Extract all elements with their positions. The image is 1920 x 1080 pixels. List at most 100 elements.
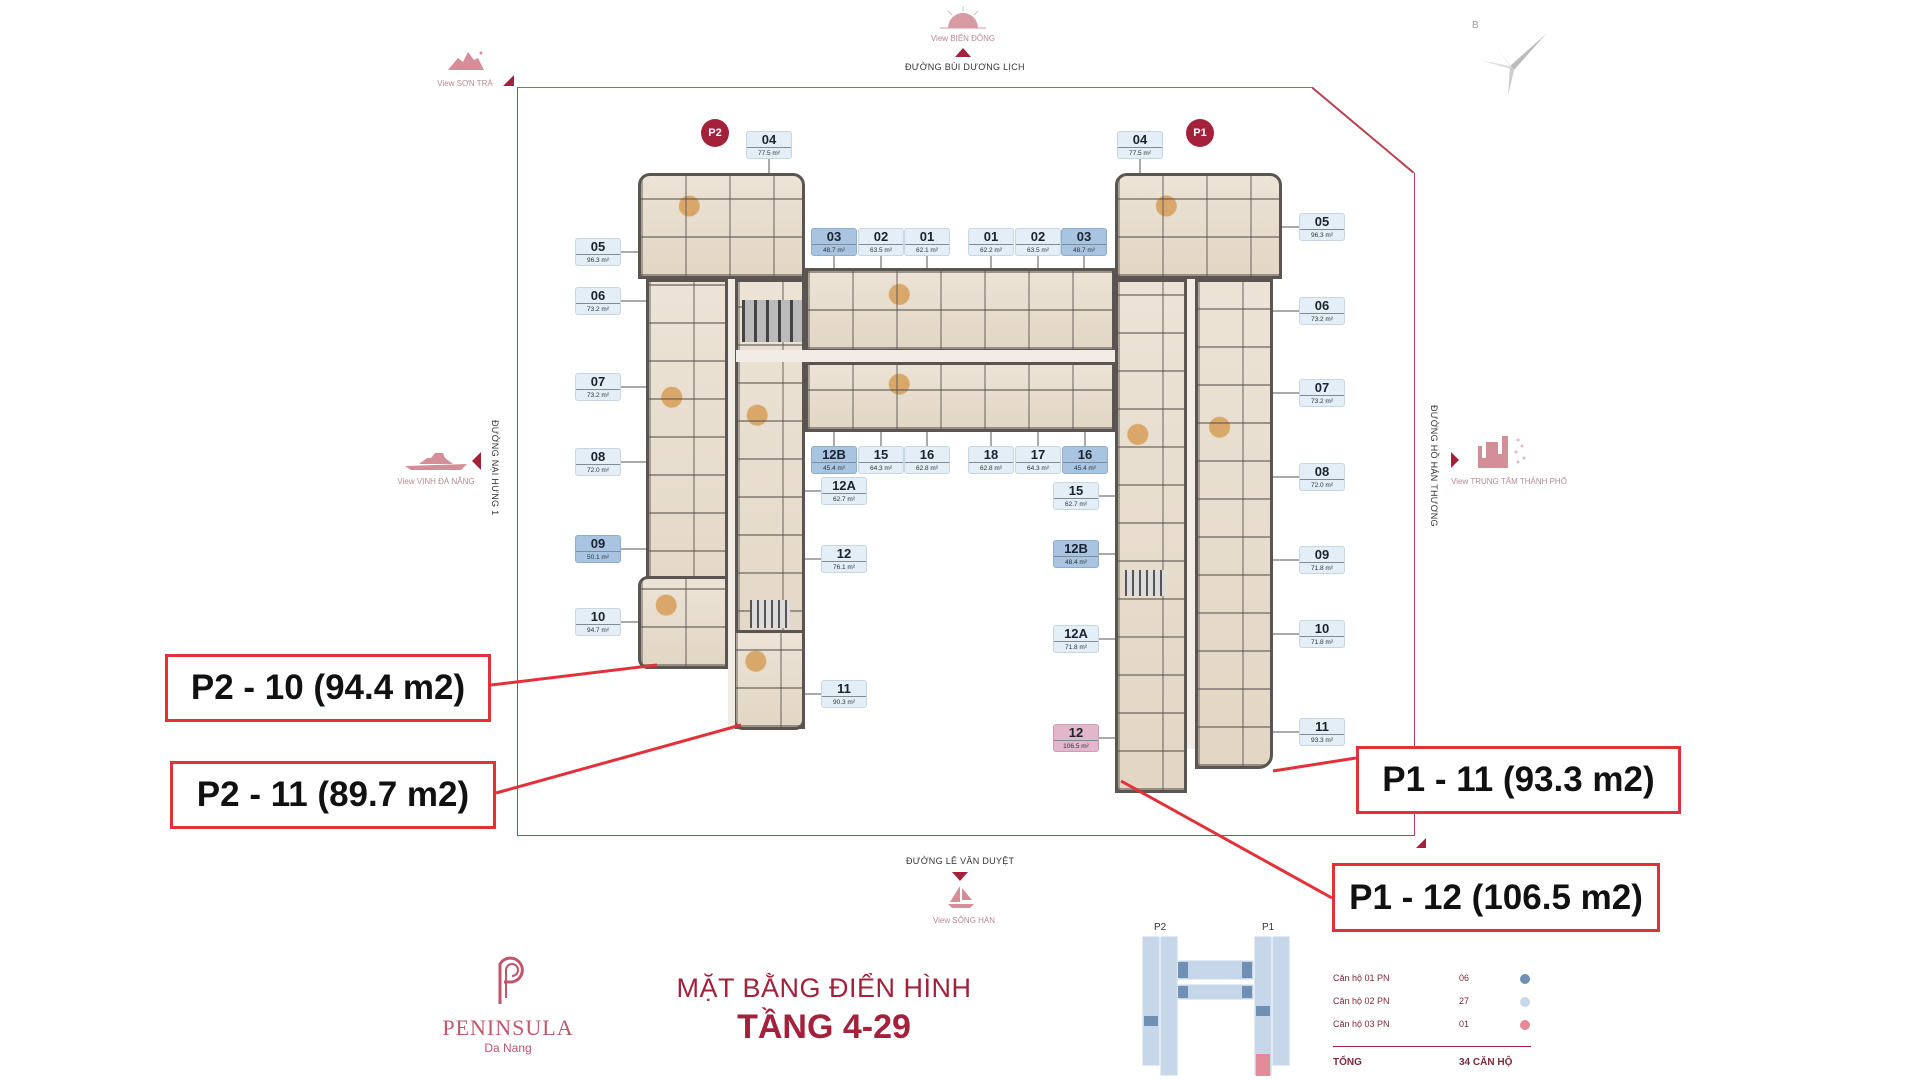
p1-unit-05-label: 05 96.3 m² xyxy=(1299,213,1345,241)
road-left-label: ĐƯỜNG NẠI HƯNG 1 xyxy=(490,420,500,516)
callout-p1-11: P1 - 11 (93.3 m2) xyxy=(1356,746,1681,814)
legend-dot-2pn xyxy=(1520,997,1530,1007)
callout-p2-10: P2 - 10 (94.4 m2) xyxy=(165,654,491,722)
unit-area: 73.2 m² xyxy=(586,392,610,399)
p2-corridor xyxy=(728,279,735,729)
direction-down-icon xyxy=(952,872,968,881)
unit-area: 73.2 m² xyxy=(586,306,610,313)
unit-number: 18 xyxy=(969,447,1013,463)
p2-stair xyxy=(750,600,790,628)
unit-number: 09 xyxy=(576,536,620,552)
unit-number: 12 xyxy=(822,546,866,562)
unit-number: 12B xyxy=(1054,541,1098,557)
legend-total-value: 34 CĂN HỘ xyxy=(1459,1057,1513,1068)
unit-area: 71.8 m² xyxy=(1310,639,1334,646)
unit-area: 62.7 m² xyxy=(832,496,856,503)
callout-line-p1-12 xyxy=(1120,779,1333,900)
unit-area: 90.3 m² xyxy=(832,699,856,706)
tower-p2-badge: P2 xyxy=(701,119,729,147)
p2-unit-06-label: 06 73.2 m² xyxy=(575,287,621,315)
unit-number: 10 xyxy=(1300,621,1344,637)
callout-line-p1-11 xyxy=(1272,756,1357,773)
p1-stair xyxy=(1125,570,1165,596)
unit-number: 12A xyxy=(1054,626,1098,642)
unit-number: 17 xyxy=(1016,447,1060,463)
view-trung-tam-label: View TRUNG TÂM THÀNH PHỐ xyxy=(1451,477,1567,486)
unit-area: 72.0 m² xyxy=(1310,482,1334,489)
unit-area: 76.1 m² xyxy=(832,564,856,571)
unit-number: 04 xyxy=(747,132,791,148)
p2-unit-11-block xyxy=(733,630,805,730)
unit-number: 08 xyxy=(576,449,620,465)
unit-area: 62.7 m² xyxy=(1064,501,1088,508)
callout-p2-11: P2 - 11 (89.7 m2) xyxy=(170,761,496,829)
keyplan-p2-label: P2 xyxy=(1154,922,1167,933)
keyplan-p1-label: P1 xyxy=(1262,922,1275,933)
unit-number: 15 xyxy=(1054,483,1098,499)
unit-area: 62.8 m² xyxy=(915,465,939,472)
unit-number: 07 xyxy=(1300,380,1344,396)
legend-label: Căn hộ 03 PN xyxy=(1333,1019,1390,1029)
legend-count: 27 xyxy=(1459,996,1470,1006)
unit-number: 06 xyxy=(576,288,620,304)
legend-label: Căn hộ 01 PN xyxy=(1333,973,1390,983)
callout-line-p2-11 xyxy=(495,723,742,795)
legend-label: Căn hộ 02 PN xyxy=(1333,996,1390,1006)
p2-elevator-core xyxy=(742,300,802,342)
unit-area: 77.5 m² xyxy=(1128,150,1152,157)
plan-floor-range: TẦNG 4-29 xyxy=(737,1008,911,1046)
unit-area: 72.0 m² xyxy=(586,467,610,474)
plan-title: MẶT BẰNG ĐIỂN HÌNH xyxy=(676,973,972,1003)
mountain-icon xyxy=(448,51,484,70)
unit-area: 48.4 m² xyxy=(1064,559,1088,566)
unit-area: 48.7 m² xyxy=(1072,247,1096,254)
p2-top-wing xyxy=(638,173,805,279)
site-boundary xyxy=(517,87,1415,836)
unit-area: 96.3 m² xyxy=(586,257,610,264)
unit-area: 73.2 m² xyxy=(1310,398,1334,405)
road-top-label: ĐƯỜNG BÙI DƯƠNG LỊCH xyxy=(905,62,1025,72)
city-skyline-icon xyxy=(1478,436,1526,468)
direction-corner-icon xyxy=(1416,838,1426,848)
p1-unit-10-label: 10 71.8 m² xyxy=(1299,620,1345,648)
unit-number: 16 xyxy=(1063,447,1107,463)
unit-area: 45.4 m² xyxy=(822,465,846,472)
unit-number: 01 xyxy=(969,229,1013,245)
legend-dot-1pn xyxy=(1520,974,1530,984)
unit-area: 94.7 m² xyxy=(586,627,610,634)
unit-number: 05 xyxy=(1300,214,1344,230)
p1-right-column xyxy=(1195,279,1273,769)
p1-corridor xyxy=(1187,279,1195,749)
legend-divider xyxy=(1333,1046,1531,1047)
unit-area: 45.4 m² xyxy=(1073,465,1097,472)
unit-number: 06 xyxy=(1300,298,1344,314)
unit-area: 77.5 m² xyxy=(757,150,781,157)
unit-area: 96.3 m² xyxy=(1310,232,1334,239)
sailboat-icon xyxy=(948,886,974,908)
sunrise-icon xyxy=(940,6,986,29)
unit-area: 62.1 m² xyxy=(915,247,939,254)
tower-p1-badge: P1 xyxy=(1186,119,1214,147)
road-right-label: ĐƯỜNG HỒ HÁN THƯƠNG xyxy=(1429,405,1439,527)
p2-unit-08-label: 08 72.0 m² xyxy=(575,448,621,476)
legend-count: 06 xyxy=(1459,973,1470,983)
bridge-corridor xyxy=(736,350,1202,362)
unit-number: 12A xyxy=(822,478,866,494)
